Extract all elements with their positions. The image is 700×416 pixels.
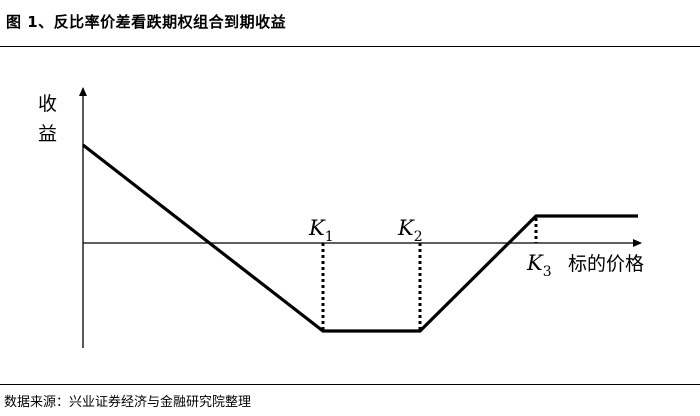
y-axis-label-line2: 益 <box>38 123 57 145</box>
payoff-line <box>82 143 638 333</box>
strike-k3-label: K3 <box>526 251 552 280</box>
strike-k1-label: K1 <box>308 216 334 245</box>
strike-k2-label: K2 <box>397 216 423 245</box>
figure-title: 图 1、反比率价差看跌期权组合到期收益 <box>6 13 287 31</box>
payoff-diagram: 收 益 K1 K2 K3 标的价格 <box>38 87 644 348</box>
source-note: 数据来源：兴业证券经济与金融研究院整理 <box>4 395 252 410</box>
title-divider <box>0 46 700 47</box>
source-divider <box>0 384 700 385</box>
y-axis-label-line1: 收 <box>38 93 57 115</box>
x-axis-label: 标的价格 <box>568 253 644 275</box>
